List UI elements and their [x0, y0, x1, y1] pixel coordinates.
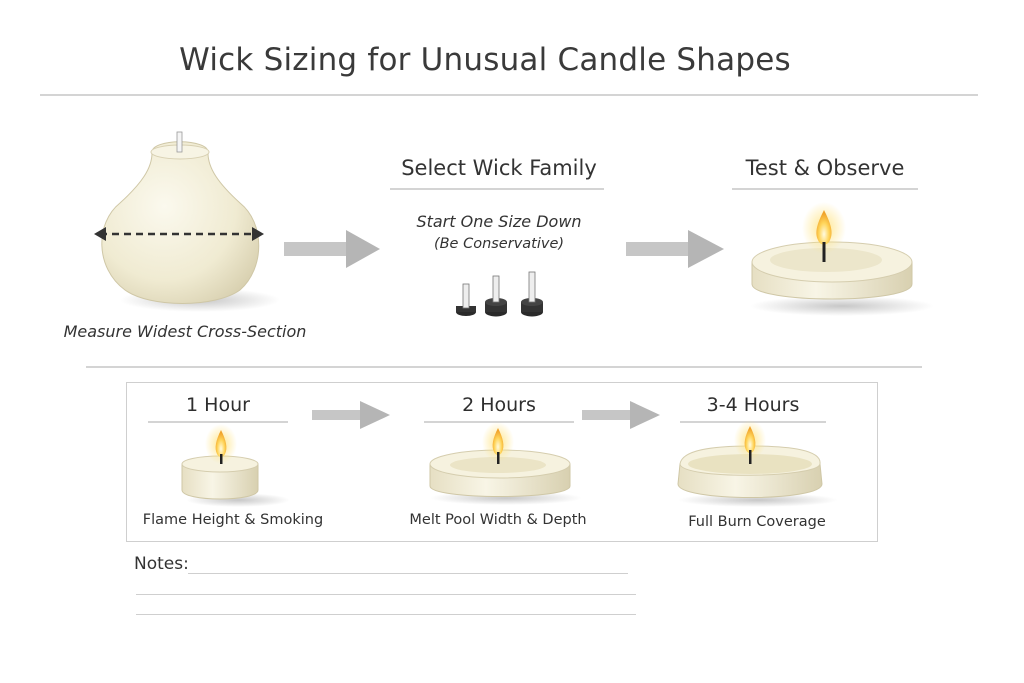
- lit-candle-illustration: [750, 202, 934, 316]
- timeline-caption-2-hours: Melt Pool Width & Depth: [409, 512, 587, 528]
- timeline-underline: [148, 421, 288, 423]
- wick-samples-icon: [456, 271, 543, 317]
- timeline-caption-1-hour: Flame Height & Smoking: [142, 512, 324, 528]
- notes-label: Notes:: [134, 554, 189, 574]
- pear-candle-illustration: [94, 131, 280, 312]
- notes-line[interactable]: [188, 573, 628, 574]
- test-observe-title: Test & Observe: [745, 156, 905, 180]
- timeline-title-3-4-hours: 3-4 Hours: [706, 394, 800, 416]
- burn-timeline-panel: [126, 382, 878, 542]
- select-note-line1: Start One Size Down: [416, 212, 582, 231]
- select-wick-family-title: Select Wick Family: [401, 156, 597, 180]
- measure-caption: Measure Widest Cross-Section: [63, 322, 307, 341]
- timeline-title-1-hour: 1 Hour: [186, 394, 250, 416]
- arrow-right-icon: [582, 401, 660, 429]
- arrow-right-icon: [312, 401, 390, 429]
- arrow-right-icon: [626, 230, 724, 268]
- select-title-underline: [390, 188, 604, 190]
- section-divider: [86, 366, 922, 368]
- title-divider: [40, 94, 978, 96]
- arrow-right-icon: [284, 230, 380, 268]
- test-title-underline: [732, 188, 918, 190]
- select-note-line2: (Be Conservative): [433, 236, 565, 252]
- notes-line[interactable]: [136, 594, 636, 595]
- timeline-title-2-hours: 2 Hours: [462, 394, 536, 416]
- page-title: Wick Sizing for Unusual Candle Shapes: [179, 42, 791, 78]
- notes-line[interactable]: [136, 614, 636, 615]
- candle-2-hours-illustration: [429, 422, 582, 505]
- timeline-caption-3-4-hours: Full Burn Coverage: [688, 514, 826, 530]
- candle-3-4-hours-illustration: [677, 420, 838, 507]
- candle-1-hour-illustration: [181, 424, 290, 507]
- timeline-underline: [424, 421, 574, 423]
